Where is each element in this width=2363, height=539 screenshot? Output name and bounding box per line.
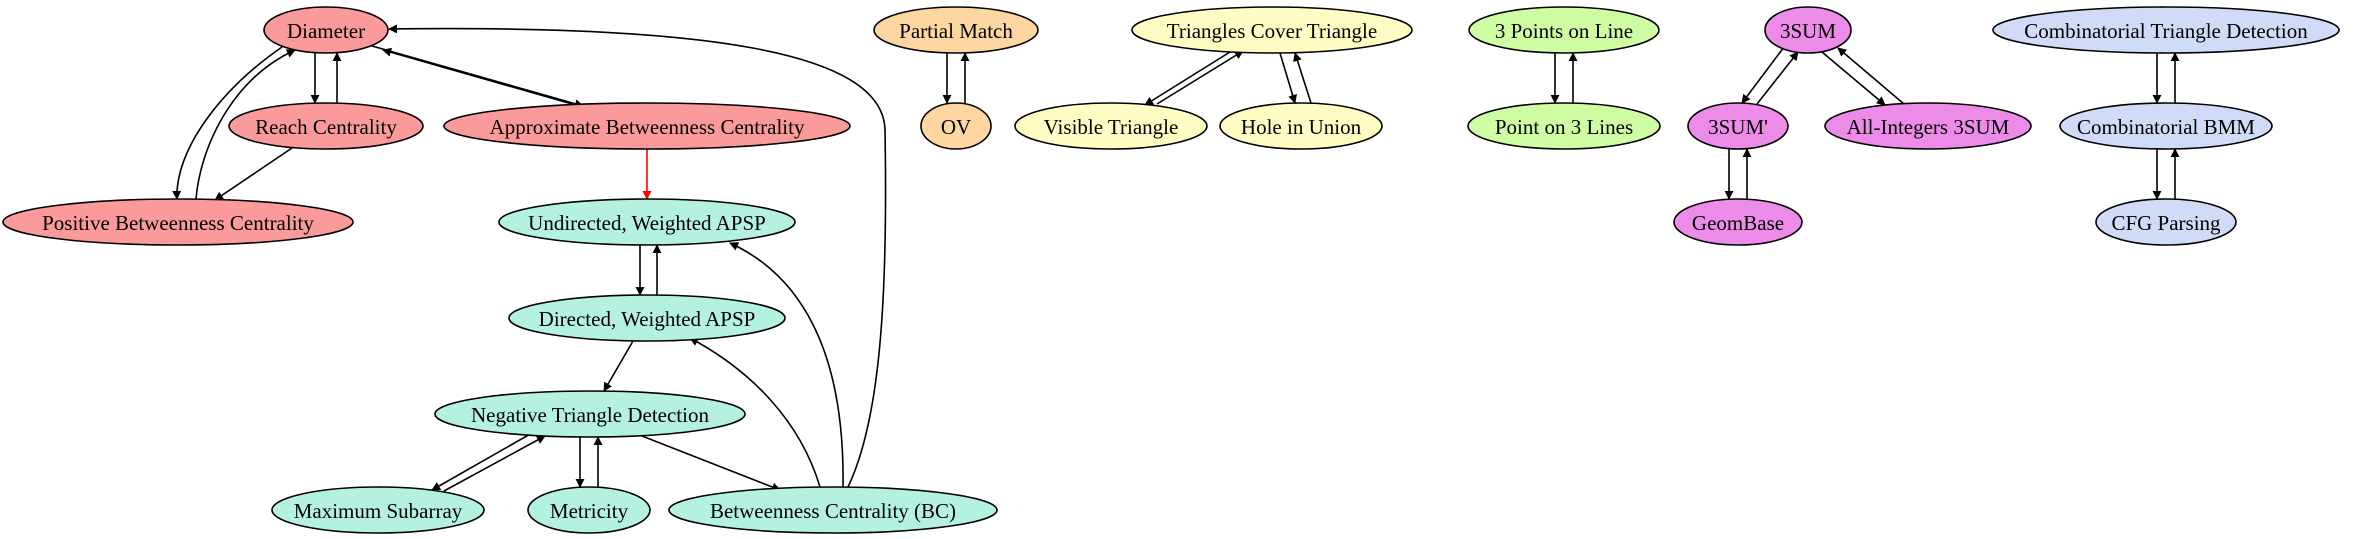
node-ellipse: [1992, 6, 2340, 54]
node-label: Point on 3 Lines: [1495, 115, 1633, 139]
node-ellipse: [228, 102, 424, 150]
edge-directed-apsp-to-negative-triangle: [603, 340, 634, 392]
node-ellipse: [1673, 198, 1803, 246]
node-label: Betweenness Centrality (BC): [710, 499, 956, 523]
node-comb-bmm: Combinatorial BMM: [2059, 102, 2273, 150]
node-label: Reach Centrality: [255, 115, 397, 139]
edge-three-sum-to-three-sum-prime: [1741, 46, 1785, 104]
node-max-subarray: Maximum Subarray: [271, 486, 485, 534]
edge-all-integers-3sum-to-three-sum: [1837, 47, 1905, 105]
node-label: Partial Match: [899, 19, 1013, 43]
node-ellipse: [263, 6, 389, 54]
node-point-three-lines: Point on 3 Lines: [1467, 102, 1661, 150]
node-hole-in-union: Hole in Union: [1219, 102, 1383, 150]
node-ellipse: [498, 198, 796, 246]
edges-layer: [172, 24, 2180, 492]
node-diameter: Diameter: [263, 6, 389, 54]
node-three-points-line: 3 Points on Line: [1468, 6, 1660, 54]
edge-three-sum-prime-to-three-sum: [1756, 51, 1799, 105]
node-comb-triangle: Combinatorial Triangle Detection: [1992, 6, 2340, 54]
node-ellipse: [271, 486, 485, 534]
node-reach: Reach Centrality: [228, 102, 424, 150]
node-ellipse: [443, 102, 851, 150]
node-all-integers-3sum: All-Integers 3SUM: [1824, 102, 2032, 150]
node-ellipse: [1131, 6, 1413, 54]
node-label: All-Integers 3SUM: [1847, 115, 2010, 139]
node-visible-triangle: Visible Triangle: [1014, 102, 1208, 150]
node-ov: OV: [920, 102, 992, 150]
node-label: Positive Betweenness Centrality: [42, 211, 314, 235]
node-label: Combinatorial Triangle Detection: [2024, 19, 2308, 43]
node-ellipse: [527, 486, 651, 534]
edge-bc-to-diameter: [388, 24, 887, 488]
edge-visible-triangle-to-triangles-cover: [1156, 50, 1244, 105]
node-ellipse: [873, 6, 1039, 54]
edge-max-subarray-to-negative-triangle: [443, 435, 546, 492]
node-label: CFG Parsing: [2111, 211, 2221, 235]
edge-diameter-to-positive-bc: [172, 46, 283, 200]
node-ellipse: [2059, 102, 2273, 150]
node-label: 3SUM: [1780, 19, 1836, 43]
node-ellipse: [1687, 102, 1789, 150]
node-three-sum-prime: 3SUM': [1687, 102, 1789, 150]
node-cfg-parsing: CFG Parsing: [2095, 198, 2237, 246]
node-ellipse: [2, 198, 354, 246]
edge-bc-to-directed-apsp: [689, 337, 821, 488]
node-undirected-apsp: Undirected, Weighted APSP: [498, 198, 796, 246]
edge-diameter-to-approx-bc: [371, 45, 584, 109]
edge-negative-triangle-to-bc: [641, 435, 781, 492]
node-label: Triangles Cover Triangle: [1167, 19, 1377, 43]
node-ellipse: [920, 102, 992, 150]
node-ellipse: [1219, 102, 1383, 150]
node-label: Diameter: [287, 19, 365, 43]
node-partial-match: Partial Match: [873, 6, 1039, 54]
edge-approx-bc-to-diameter: [382, 47, 573, 105]
node-ellipse: [1468, 6, 1660, 54]
node-label: Hole in Union: [1241, 115, 1362, 139]
node-ellipse: [434, 390, 746, 438]
node-label: Maximum Subarray: [294, 499, 463, 523]
node-label: Combinatorial BMM: [2077, 115, 2255, 139]
node-ellipse: [2095, 198, 2237, 246]
node-label: GeomBase: [1692, 211, 1784, 235]
node-label: Visible Triangle: [1044, 115, 1179, 139]
node-label: OV: [941, 115, 971, 139]
node-directed-apsp: Directed, Weighted APSP: [508, 294, 786, 342]
node-label: Approximate Betweenness Centrality: [490, 115, 805, 139]
node-label: 3 Points on Line: [1495, 19, 1633, 43]
node-label: Directed, Weighted APSP: [539, 307, 756, 331]
edge-reach-to-positive-bc: [214, 147, 293, 201]
node-geombase: GeomBase: [1673, 198, 1803, 246]
edge-positive-bc-to-diameter: [195, 49, 296, 200]
node-three-sum: 3SUM: [1764, 6, 1852, 54]
node-ellipse: [508, 294, 786, 342]
node-ellipse: [1824, 102, 2032, 150]
edge-hole-in-union-to-triangles-cover: [1293, 52, 1312, 104]
edge-triangles-cover-to-hole-in-union: [1279, 52, 1297, 104]
node-ellipse: [668, 486, 998, 534]
node-label: 3SUM': [1708, 115, 1768, 139]
node-bc: Betweenness Centrality (BC): [668, 486, 998, 534]
node-ellipse: [1764, 6, 1852, 54]
node-ellipse: [1014, 102, 1208, 150]
edge-bc-to-undirected-apsp: [729, 242, 844, 488]
edge-triangles-cover-to-visible-triangle: [1144, 51, 1231, 106]
edge-negative-triangle-to-max-subarray: [431, 432, 533, 491]
node-metricity: Metricity: [527, 486, 651, 534]
node-triangles-cover: Triangles Cover Triangle: [1131, 6, 1413, 54]
node-ellipse: [1467, 102, 1661, 150]
node-label: Negative Triangle Detection: [471, 403, 709, 427]
node-label: Undirected, Weighted APSP: [528, 211, 766, 235]
node-positive-bc: Positive Betweenness Centrality: [2, 198, 354, 246]
node-negative-triangle: Negative Triangle Detection: [434, 390, 746, 438]
node-label: Metricity: [550, 499, 629, 523]
node-approx-bc: Approximate Betweenness Centrality: [443, 102, 851, 150]
edge-three-sum-to-all-integers-3sum: [1821, 51, 1886, 106]
